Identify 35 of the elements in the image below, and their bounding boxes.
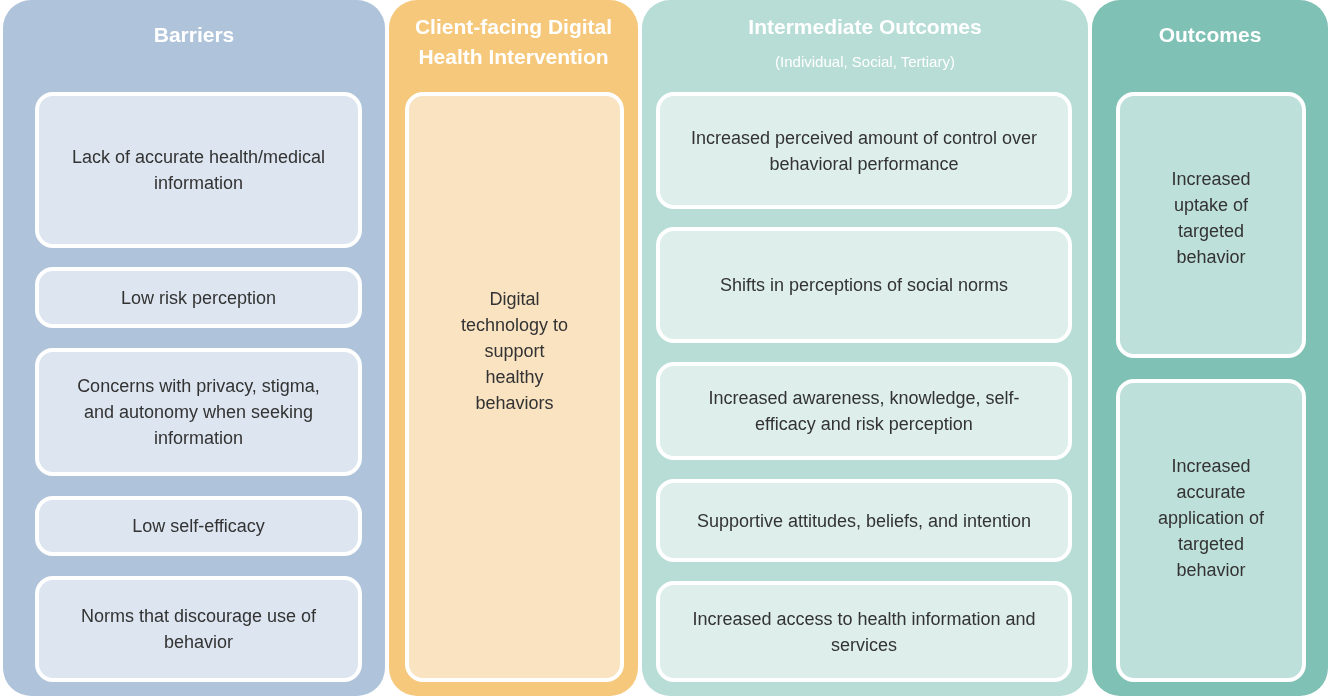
text-box	[35, 92, 362, 248]
box-text: Norms that discourage use of behavior	[79, 605, 318, 654]
column-panel	[3, 0, 385, 696]
box-text: Supportive attitudes, beliefs, and intention	[695, 509, 1033, 533]
box-text: Low risk perception	[119, 286, 278, 310]
box-text: Increased perceived amount of control over behavioral performance	[689, 126, 1039, 176]
box-text: Concerns with privacy, stigma, and autonomy when seeking information	[76, 375, 321, 450]
text-box	[656, 92, 1072, 209]
column-heading: Client-facing Digital Health Intervention	[413, 14, 614, 70]
text-box	[35, 267, 362, 328]
column-panel	[1092, 0, 1328, 696]
text-box	[656, 227, 1072, 343]
column-heading: Barriers	[152, 22, 236, 48]
box-text: Increased accurate application of targeted behavior	[1156, 455, 1266, 582]
box-text: Digital technology to support healthy behaviors	[459, 288, 570, 415]
text-box	[656, 479, 1072, 562]
text-box	[35, 496, 362, 556]
column-heading: Outcomes	[1157, 22, 1263, 48]
column-panel	[389, 0, 638, 696]
column-subheading: (Individual, Social, Tertiary)	[774, 52, 956, 72]
box-text: Shifts in perceptions of social norms	[718, 274, 1010, 297]
text-box	[35, 576, 362, 682]
column-panel	[642, 0, 1088, 696]
text-box	[656, 581, 1072, 682]
box-text: Low self-efficacy	[131, 515, 266, 538]
column-heading: Intermediate Outcomes	[747, 14, 983, 40]
text-box	[405, 92, 624, 682]
box-text: Increased access to health information and services	[691, 607, 1037, 657]
box-text: Lack of accurate health/medical information	[70, 146, 327, 195]
box-text: Increased awareness, knowledge, self-efficacy and risk perception	[707, 387, 1021, 436]
text-box	[656, 362, 1072, 460]
text-box	[35, 348, 362, 476]
box-text: Increased uptake of targeted behavior	[1170, 168, 1252, 269]
text-box	[1116, 379, 1306, 682]
text-box	[1116, 92, 1306, 358]
